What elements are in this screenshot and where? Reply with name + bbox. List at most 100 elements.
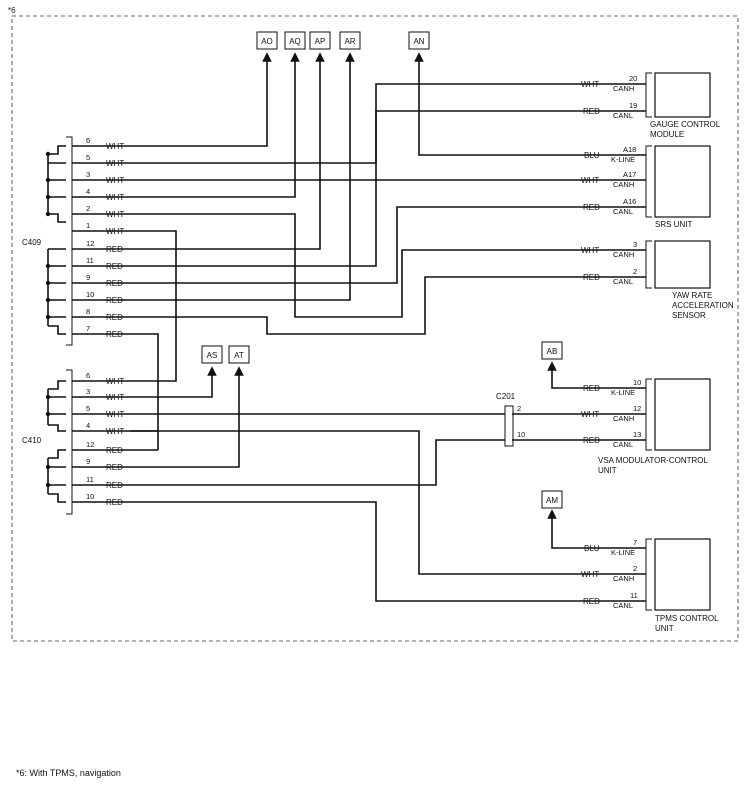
- module-yaw-rate-sensor: 3 CANH 2 CANL YAW RATE ACCELERATION SENS…: [605, 240, 734, 320]
- svg-text:AM: AM: [546, 496, 558, 505]
- header-mark: *6: [8, 6, 16, 15]
- wire-label: BLU: [584, 544, 600, 553]
- c409-pin-number: 3: [86, 170, 90, 179]
- module-name: UNIT: [598, 466, 617, 475]
- pin-label: 10: [633, 378, 641, 387]
- signal-label: CANL: [613, 207, 633, 216]
- signal-label: CANL: [613, 440, 633, 449]
- terminal-AM: AM: [541, 490, 563, 509]
- c201-label: C201: [496, 392, 516, 401]
- terminal-AB: AB: [541, 341, 563, 360]
- connector-c409: C409 6WHT5WHT3WHT4WHT2WHT1WHT12RED11RED9…: [22, 136, 130, 346]
- c409-wire-color: WHT: [106, 142, 124, 151]
- wire-label: WHT: [581, 410, 599, 419]
- c410-wire-color: RED: [106, 446, 123, 455]
- c409-bracket: [66, 136, 73, 346]
- c410-label: C410: [22, 436, 42, 445]
- terminal-AN: AN: [408, 31, 430, 50]
- module-name: MODULE: [650, 130, 684, 139]
- c410-pin-number: 6: [86, 371, 90, 380]
- terminal-AT: AT: [228, 345, 250, 364]
- module-name: ACCELERATION: [672, 301, 734, 310]
- footnote: *6: With TPMS, navigation: [16, 768, 121, 778]
- pin-label: 3: [633, 240, 637, 249]
- signal-label: CANH: [613, 574, 634, 583]
- pin-label: 13: [633, 430, 641, 439]
- signal-label: CANH: [613, 84, 634, 93]
- c409-wire-color: RED: [106, 330, 123, 339]
- c410-wire-color: RED: [106, 481, 123, 490]
- signal-label: CANH: [613, 414, 634, 423]
- c409-pin-number: 7: [86, 324, 90, 333]
- terminal-AS: AS: [201, 345, 223, 364]
- c409-pin-number: 10: [86, 290, 94, 299]
- signal-label: CANH: [613, 250, 634, 259]
- c409-wire-color: RED: [106, 313, 123, 322]
- svg-text:AB: AB: [547, 347, 558, 356]
- module-name: VSA MODULATOR-CONTROL: [598, 456, 708, 465]
- wire-label: BLU: [584, 151, 600, 160]
- wire-label: RED: [583, 436, 600, 445]
- c410-pin-number: 4: [86, 421, 90, 430]
- module-tpms-control: 7 K-LINE 2 CANH 11 CANL TPMS CONTROL UNI…: [604, 538, 719, 633]
- svg-text:AR: AR: [344, 37, 355, 46]
- connector-c201: C201 2 10: [496, 392, 525, 447]
- c410-pin-number: 12: [86, 440, 94, 449]
- pin-label: A17: [623, 170, 636, 179]
- wire-label: WHT: [581, 246, 599, 255]
- c409-wire-color: WHT: [106, 227, 124, 236]
- wire-label: RED: [583, 107, 600, 116]
- c410-pin-number: 9: [86, 457, 90, 466]
- wire-label: RED: [583, 273, 600, 282]
- module-name: SRS UNIT: [655, 220, 692, 229]
- c410-pin-number: 11: [86, 475, 94, 484]
- c409-wire-color: WHT: [106, 159, 124, 168]
- pin-label: 11: [630, 591, 638, 600]
- c410-pin-number: 3: [86, 387, 90, 396]
- c409-pin-number: 9: [86, 273, 90, 282]
- terminal-AO: AO: [256, 31, 278, 50]
- module-name: UNIT: [655, 624, 674, 633]
- c409-splice-white: [45, 145, 66, 223]
- wire-label: WHT: [581, 80, 599, 89]
- c410-wire-color: WHT: [106, 427, 124, 436]
- module-srs-unit: A18 K-LINE A17 CANH A16 CANL SRS UNIT: [604, 145, 711, 229]
- c409-pin-number: 8: [86, 307, 90, 316]
- module-vsa-modulator: 10 K-LINE 12 CANH 13 CANL VSA MODULATOR-…: [598, 378, 711, 475]
- c409-pin-number: 6: [86, 136, 90, 145]
- c410-wire-color: WHT: [106, 377, 124, 386]
- module-name: YAW RATE: [672, 291, 712, 300]
- svg-text:AP: AP: [315, 37, 326, 46]
- c409-wire-color: RED: [106, 262, 123, 271]
- pin-label: 20: [629, 74, 637, 83]
- pin-label: 2: [633, 564, 637, 573]
- c410-splice-red: [45, 449, 66, 503]
- module-name: GAUGE CONTROL: [650, 120, 721, 129]
- c410-splice-white: [45, 380, 66, 432]
- wire-label: RED: [583, 203, 600, 212]
- terminal-AQ: AQ: [284, 31, 306, 50]
- wire-label: WHT: [581, 570, 599, 579]
- signal-label: CANL: [613, 111, 633, 120]
- signal-label: CANL: [613, 277, 633, 286]
- svg-text:AS: AS: [207, 351, 218, 360]
- c409-wire-color: RED: [106, 296, 123, 305]
- c410-wire-color: WHT: [106, 410, 124, 419]
- module-gauge-control: 20 CANH 19 CANL GAUGE CONTROL MODULE: [605, 72, 721, 139]
- wire-label: WHT: [581, 176, 599, 185]
- wire-label: RED: [583, 384, 600, 393]
- signal-label: K-LINE: [611, 155, 635, 164]
- c409-pin-number: 12: [86, 239, 94, 248]
- c409-wire-color: WHT: [106, 193, 124, 202]
- module-name: SENSOR: [672, 311, 706, 320]
- c410-pin-number: 5: [86, 404, 90, 413]
- pin-label: 19: [629, 101, 637, 110]
- c410-pin-number: 10: [86, 492, 94, 501]
- svg-text:AQ: AQ: [289, 37, 301, 46]
- c410-wire-color: RED: [106, 498, 123, 507]
- routing-wires: [130, 52, 608, 602]
- svg-text:AT: AT: [234, 351, 244, 360]
- c409-wire-color: WHT: [106, 176, 124, 185]
